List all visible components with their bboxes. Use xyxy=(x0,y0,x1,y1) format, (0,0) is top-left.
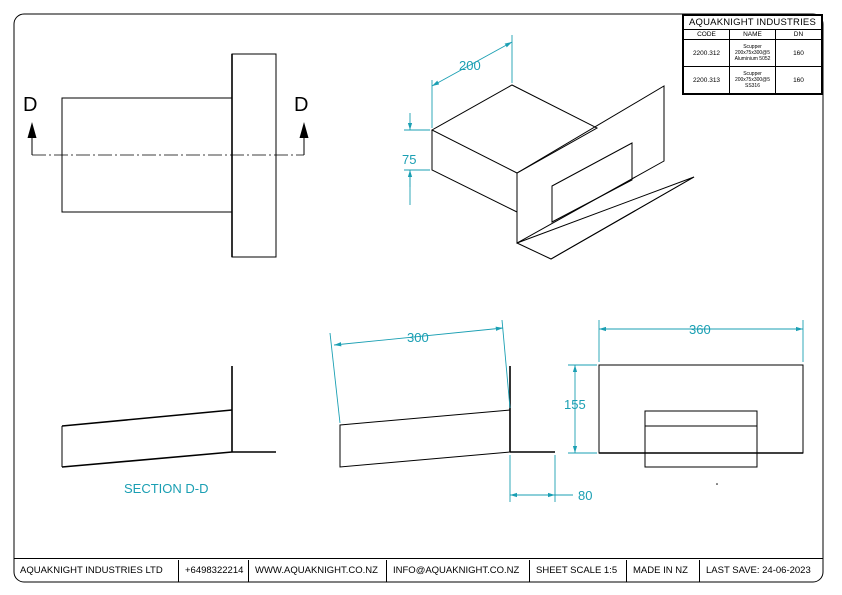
col-dn-header: DN xyxy=(775,29,822,40)
row-dn: 160 xyxy=(775,39,822,67)
sheet-border xyxy=(13,13,824,583)
footer-bar: AQUAKNIGHT INDUSTRIES LTD +6498322214 WW… xyxy=(14,558,823,582)
title-block: AQUAKNIGHT INDUSTRIES CODE NAME DN 2200.… xyxy=(682,14,823,95)
section-arrow-right xyxy=(299,122,309,138)
isometric-view: 200 75 xyxy=(402,35,695,260)
row-code: 2200.312 xyxy=(683,39,730,67)
row-name: Scupper 200x75x300@5 Aluminium 5052 xyxy=(729,39,776,67)
footer-company: AQUAKNIGHT INDUSTRIES LTD xyxy=(14,559,179,582)
plan-view: D D xyxy=(23,53,309,258)
dim-iso-width: 200 xyxy=(459,58,481,73)
footer-email: INFO@AQUAKNIGHT.CO.NZ xyxy=(387,559,530,582)
footer-origin: MADE IN NZ xyxy=(627,559,700,582)
front-view: 360 155 xyxy=(564,320,804,485)
dim-front-height: 155 xyxy=(564,397,586,412)
side-view: 300 80 xyxy=(329,319,592,503)
dim-length: 300 xyxy=(407,330,429,345)
section-label: SECTION D-D xyxy=(124,481,209,496)
section-marker-right: D xyxy=(294,94,308,116)
dim-front-width: 360 xyxy=(689,322,711,337)
table-row: 2200.313 Scupper 200x75x300@5 SS316 160 xyxy=(683,66,822,94)
col-name-header: NAME xyxy=(729,29,776,40)
footer-last-save: LAST SAVE: 24-06-2023 xyxy=(706,564,811,576)
dim-flange: 80 xyxy=(578,488,592,503)
section-arrow-left xyxy=(27,122,37,138)
footer-phone: +6498322214 xyxy=(179,559,249,582)
footer-scale: SHEET SCALE 1:5 xyxy=(530,559,627,582)
row-code: 2200.313 xyxy=(683,66,730,94)
section-view: SECTION D-D xyxy=(61,366,276,496)
section-marker-left: D xyxy=(23,94,37,116)
title-block-company: AQUAKNIGHT INDUSTRIES xyxy=(683,15,822,30)
dim-iso-height: 75 xyxy=(402,152,416,167)
col-code-header: CODE xyxy=(683,29,730,40)
row-dn: 160 xyxy=(775,66,822,94)
row-name: Scupper 200x75x300@5 SS316 xyxy=(729,66,776,94)
footer-website: WWW.AQUAKNIGHT.CO.NZ xyxy=(249,559,387,582)
table-row: 2200.312 Scupper 200x75x300@5 Aluminium … xyxy=(683,39,822,67)
